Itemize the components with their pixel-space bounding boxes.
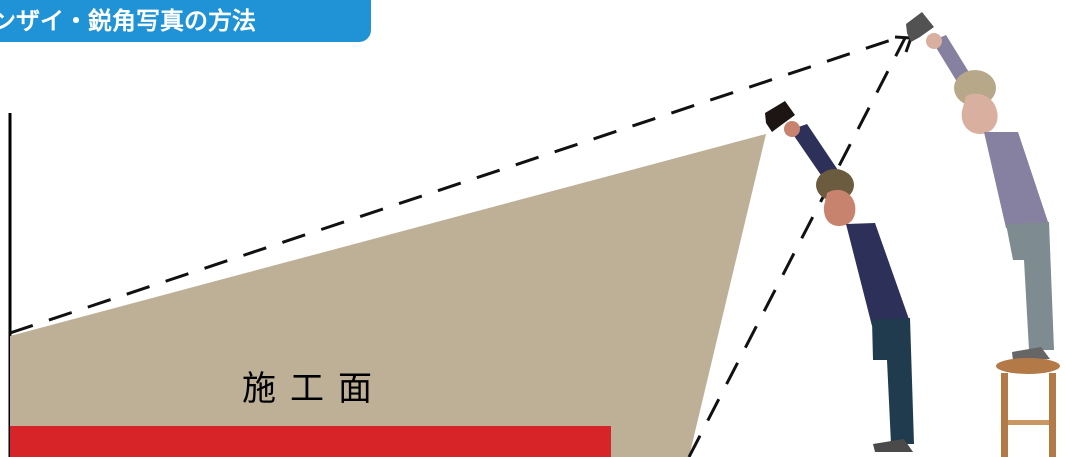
view-line-top [9,36,898,335]
far-person-hand [926,33,942,49]
far-person-legs [1006,222,1054,350]
stool-rung [1008,420,1049,425]
far-person-shoe [1012,347,1050,361]
construction-surface-label: 施工面 [242,369,386,409]
construction-surface [10,134,766,457]
far-photographer [906,12,1054,361]
stool-leg-left [1001,373,1008,457]
stool-leg-right [1049,373,1056,457]
floor-strip [10,426,611,457]
near-photographer [765,101,914,452]
far-camera-icon [906,12,934,42]
near-person-shoe [873,439,913,452]
section-title-badge: ンザイ・鋭角写真の方法 [0,0,371,42]
near-person-head [823,189,856,226]
near-person-hand [784,121,800,137]
far-person-body [984,132,1049,228]
stool-seat [996,358,1060,374]
view-line-bottom [687,37,907,457]
near-person-body [846,223,910,326]
near-person-legs [872,318,914,444]
stool-icon [996,358,1060,457]
near-camera-icon [765,101,795,132]
far-person-head [961,93,998,134]
